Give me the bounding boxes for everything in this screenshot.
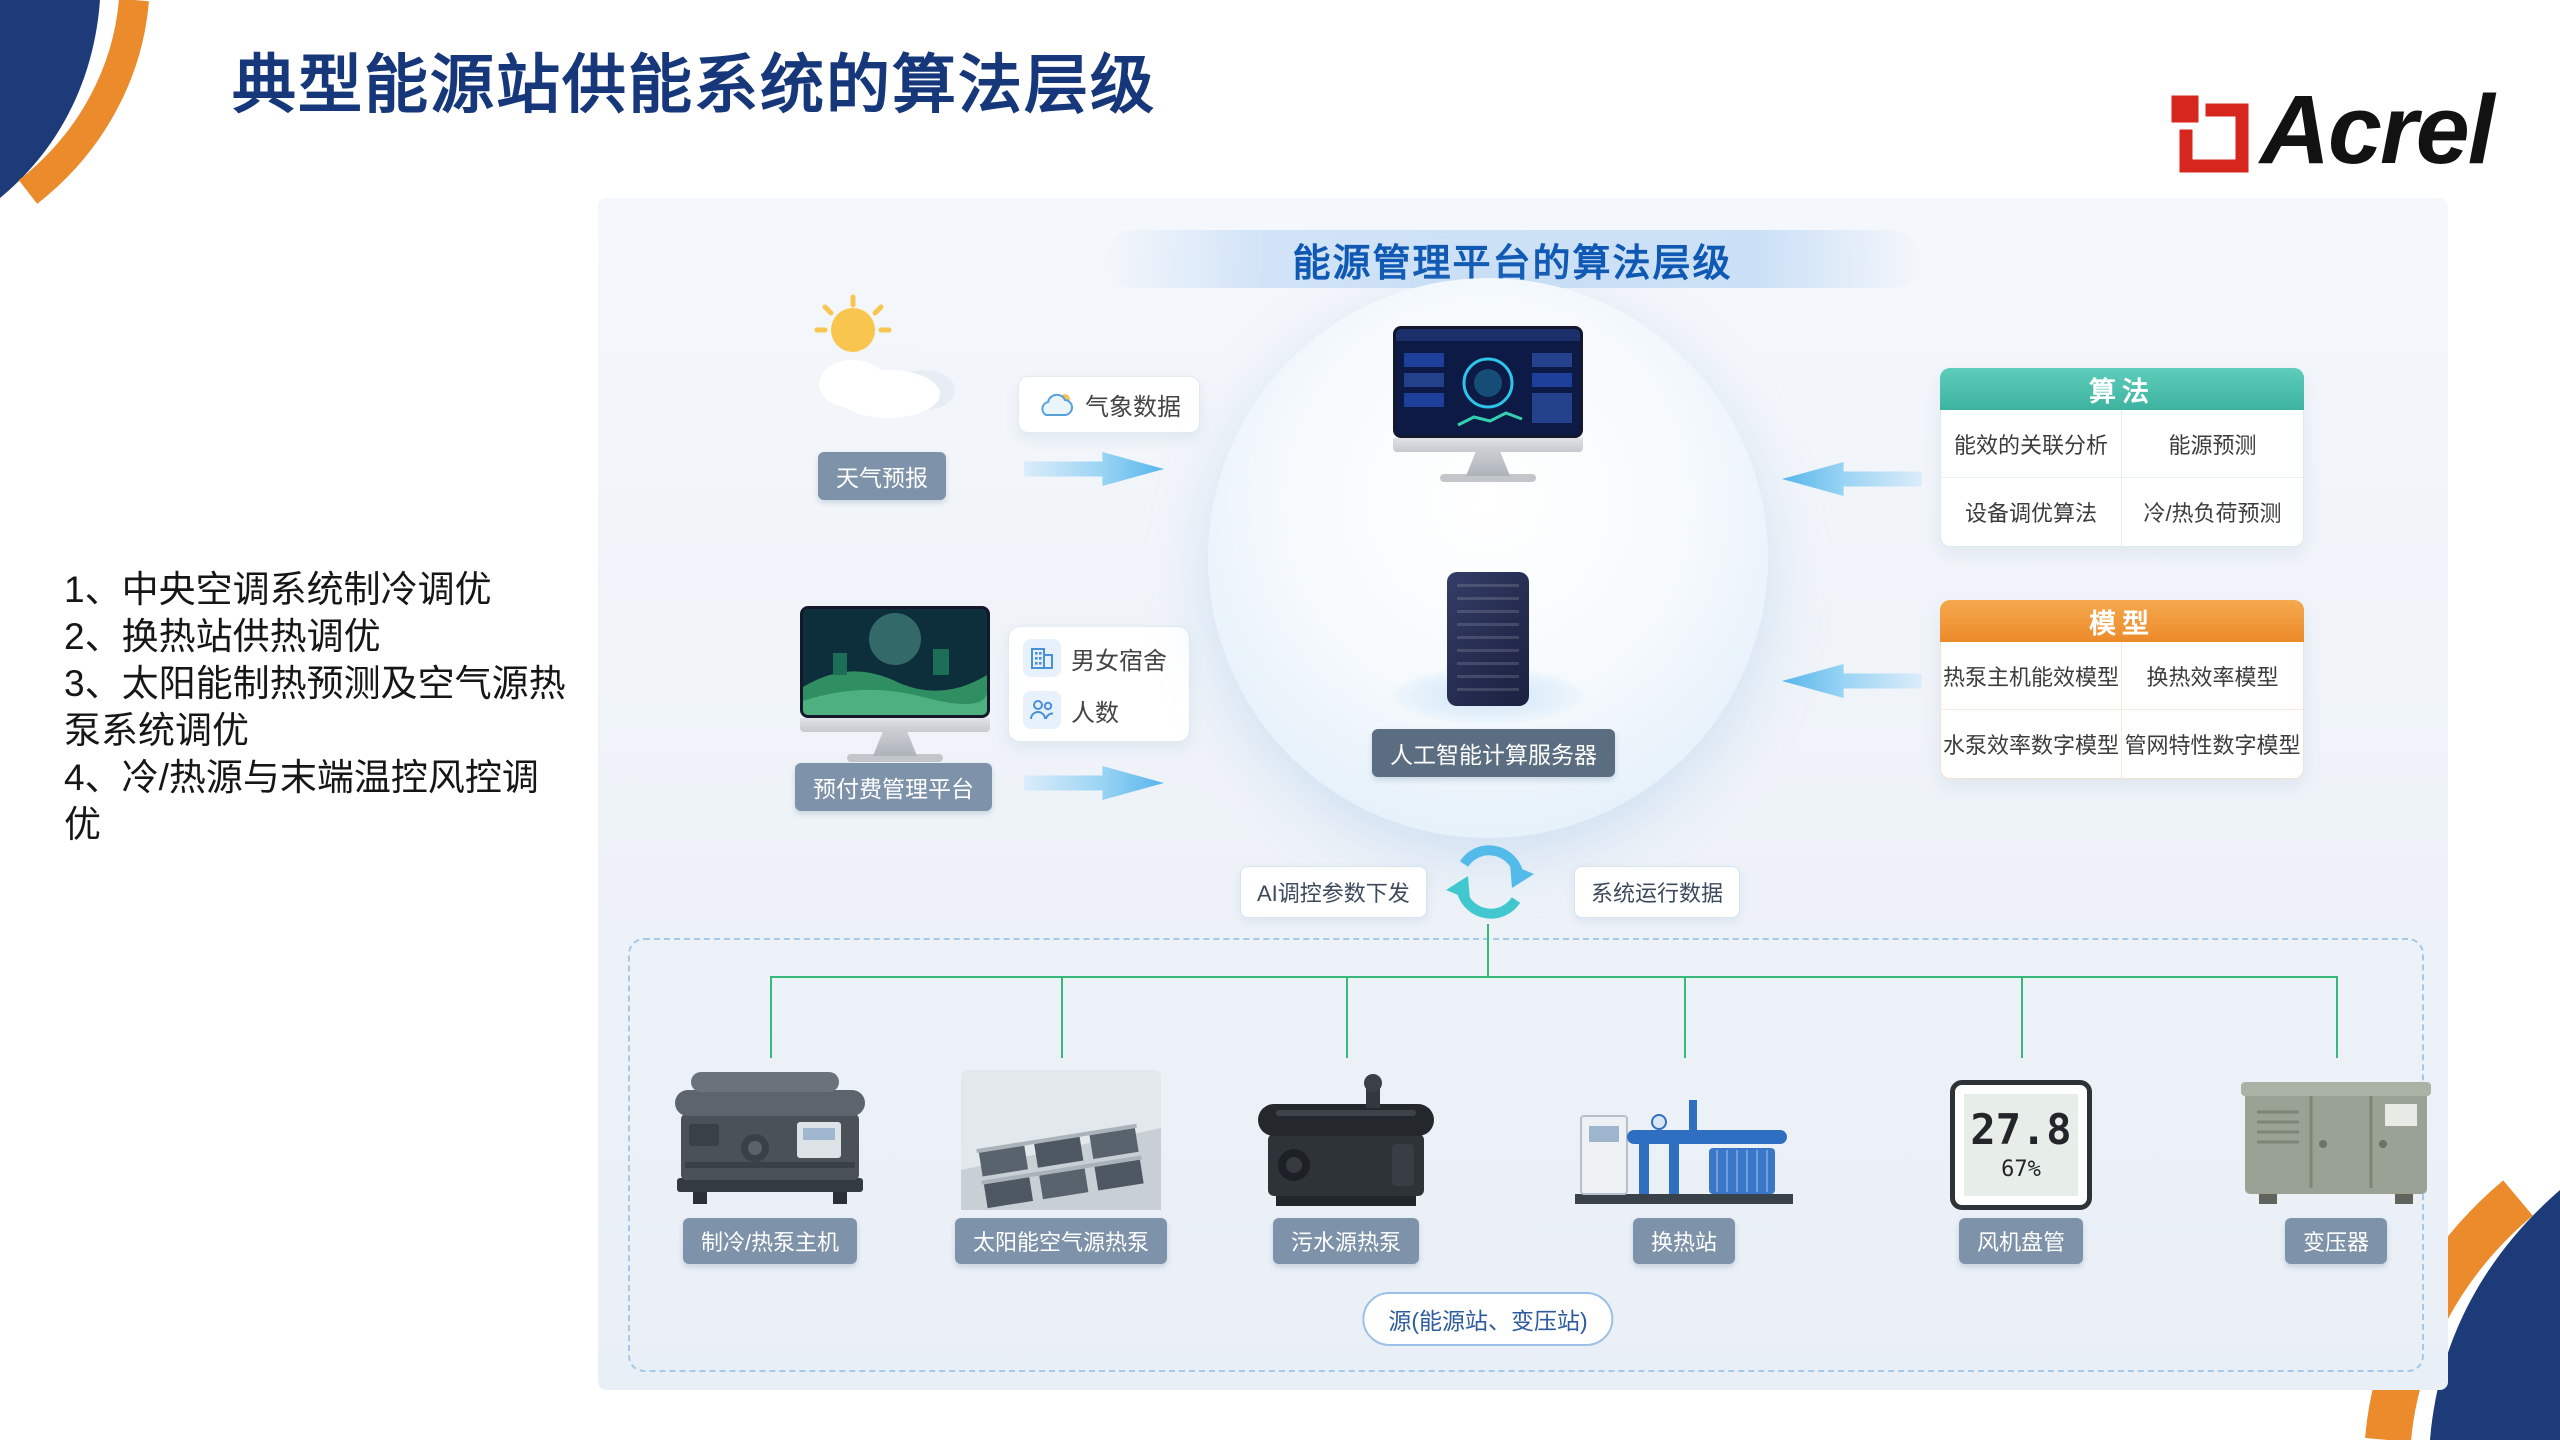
monitor-base (847, 754, 943, 762)
system-data-badge: 系统运行数据 (1574, 866, 1741, 918)
count-badge: 人数 (1023, 691, 1175, 729)
page-title: 典型能源站供能系统的算法层级 (232, 49, 1156, 121)
monitor-stand (873, 732, 917, 756)
dorm-info-card: 男女宿舍 人数 (1008, 626, 1190, 742)
equipment-item: 27.8 67% 风机盘管 (1896, 1040, 2146, 1264)
equipment-item: 太阳能空气源热泵 (936, 1040, 1186, 1264)
equipment-label: 变压器 (2284, 1218, 2387, 1264)
equipment-item: 换热站 (1559, 1040, 1809, 1264)
source-badge: 源(能源站、变压站) (1362, 1292, 1614, 1346)
sync-arrows-icon (1446, 845, 1534, 919)
connector-bar (770, 976, 2338, 978)
equipment-label: 制冷/热泵主机 (682, 1218, 858, 1264)
heat-exchange-station-image (1559, 1040, 1809, 1210)
model-item: 管网特性数字模型 (2124, 733, 2301, 758)
acrel-logo-text: Acrel (2260, 75, 2495, 184)
thermostat-temperature: 27.8 (1970, 1104, 2072, 1154)
sun-cloud-icon (814, 294, 955, 418)
prepaid-monitor-screen (800, 606, 990, 718)
connector-drop (770, 978, 772, 1058)
prepaid-monitor-image (800, 606, 990, 762)
connector-drop (1061, 978, 1063, 1058)
count-badge-label: 人数 (1071, 699, 1119, 727)
connector-drop (1684, 978, 1686, 1058)
monitor-base (1440, 474, 1536, 482)
algorithm-panel-body: 能效的关联分析 能源预测 设备调优算法 冷/热负荷预测 (1940, 410, 2304, 547)
thermostat-humidity: 67% (2001, 1156, 2041, 1182)
model-panel: 模型 热泵主机能效模型 换热效率模型 水泵效率数字模型 管网特性数字模型 (1940, 600, 2304, 779)
intro-list-item: 2、换热站供热调优 (64, 616, 381, 657)
monitor-chin (800, 718, 990, 732)
model-panel-header: 模型 (1940, 600, 2304, 642)
fan-coil-thermostat-image: 27.8 67% (1896, 1040, 2146, 1210)
transformer-image (2211, 1040, 2461, 1210)
equipment-label: 太阳能空气源热泵 (954, 1218, 1167, 1264)
model-panel-body: 热泵主机能效模型 换热效率模型 水泵效率数字模型 管网特性数字模型 (1940, 642, 2304, 779)
solar-heat-pump-image (936, 1040, 1186, 1210)
sewage-heat-pump-image (1221, 1040, 1471, 1210)
algorithm-item: 设备调优算法 (1941, 478, 2122, 546)
ai-dashboard-screen (1393, 326, 1583, 438)
model-item: 热泵主机能效模型 (1941, 642, 2122, 710)
equipment-label: 污水源热泵 (1272, 1218, 1419, 1264)
building-icon (1023, 639, 1061, 677)
acrel-logo-icon (2164, 88, 2249, 173)
dorm-badge-label: 男女宿舍 (1071, 647, 1167, 675)
connector-drop (1346, 978, 1348, 1058)
equipment-label: 换热站 (1632, 1218, 1735, 1264)
algorithm-item: 能效的关联分析 (1941, 410, 2122, 478)
chiller-image (645, 1040, 895, 1210)
intro-list-item: 4、冷/热源与末端温控风控调优 (64, 757, 539, 845)
connector-drop (2021, 978, 2023, 1058)
algorithm-panel: 算法 能效的关联分析 能源预测 设备调优算法 冷/热负荷预测 (1940, 368, 2304, 547)
algorithm-item: 冷/热负荷预测 (2143, 501, 2282, 526)
equipment-item: 制冷/热泵主机 (645, 1040, 895, 1264)
brand-logo: Acrel (2160, 74, 2495, 186)
equipment-item: 污水源热泵 (1221, 1040, 1471, 1264)
equipment-label: 风机盘管 (1958, 1218, 2083, 1264)
model-item: 换热效率模型 (2122, 642, 2303, 710)
model-item: 水泵效率数字模型 (1941, 710, 2122, 778)
meteo-data-label: 气象数据 (1085, 394, 1181, 421)
people-icon (1023, 691, 1061, 729)
intro-list: 1、中央空调系统制冷调优 2、换热站供热调优 3、太阳能制热预测及空气源热泵系统… (64, 566, 569, 848)
ai-server-label: 人工智能计算服务器 (1372, 729, 1615, 777)
monitor-chin (1393, 438, 1583, 452)
connector-drop (2336, 978, 2338, 1058)
ai-dashboard-image (1393, 326, 1583, 482)
intro-list-item: 1、中央空调系统制冷调优 (64, 569, 492, 610)
intro-list-item: 3、太阳能制热预测及空气源热泵系统调优 (64, 663, 566, 751)
ai-params-badge: AI调控参数下发 (1240, 866, 1427, 918)
equipment-item: 变压器 (2211, 1040, 2461, 1264)
corner-decoration-top-left (0, 0, 149, 204)
meteo-data-badge: 气象数据 (1018, 376, 1200, 433)
connector-trunk (1487, 924, 1489, 978)
cloud-icon (1041, 393, 1073, 416)
algorithm-panel-header: 算法 (1940, 368, 2304, 410)
dorm-badge: 男女宿舍 (1023, 639, 1175, 677)
weather-label: 天气预报 (818, 452, 946, 500)
prepaid-label: 预付费管理平台 (795, 763, 992, 811)
monitor-stand (1466, 452, 1510, 476)
algorithm-item: 能源预测 (2122, 410, 2303, 478)
ai-server-image (1447, 572, 1529, 706)
